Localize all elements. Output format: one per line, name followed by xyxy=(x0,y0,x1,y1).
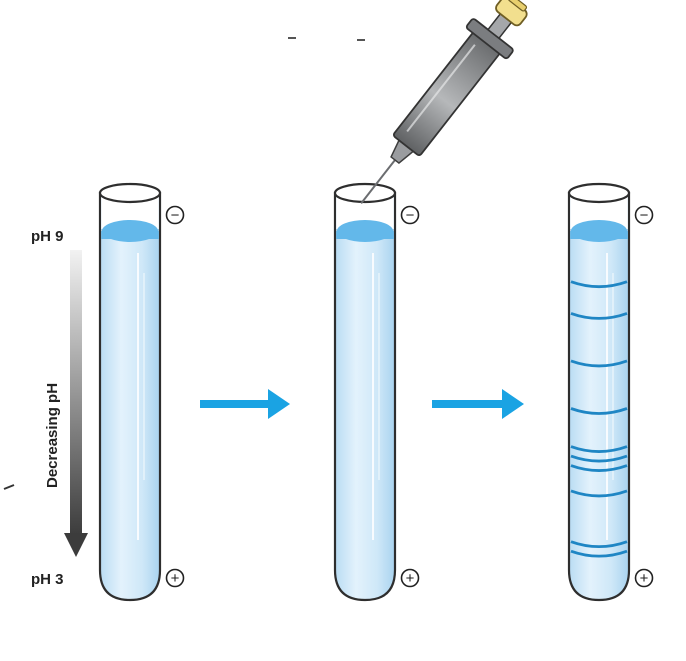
gradient-label: Decreasing pH xyxy=(44,383,61,488)
gel-tube-sample-loaded: −+ xyxy=(333,182,420,602)
right-arrow-icon xyxy=(432,389,524,419)
ph-bottom-label: pH 3 xyxy=(31,571,64,588)
protein-band xyxy=(570,359,628,368)
svg-text:+: + xyxy=(640,570,649,587)
anode-positive-sign: + xyxy=(634,568,654,588)
stray-marks xyxy=(3,37,365,490)
svg-text:−: − xyxy=(171,207,180,224)
svg-text:+: + xyxy=(171,570,180,587)
cathode-negative-sign: − xyxy=(400,205,420,225)
gel-tube-after-focusing: −+ xyxy=(567,182,654,602)
ph-gradient-axis: pH 9 Decreasing pH pH 3 xyxy=(31,228,88,588)
right-arrow-icon xyxy=(200,389,290,419)
process-arrow-1 xyxy=(200,389,290,419)
protein-band xyxy=(570,549,628,558)
tube-body xyxy=(567,191,631,602)
tube-body xyxy=(98,191,162,602)
syringe-icon xyxy=(360,0,528,204)
gradient-arrow-head xyxy=(64,533,88,557)
protein-band xyxy=(570,407,628,415)
protein-band xyxy=(570,454,628,463)
protein-band xyxy=(570,464,628,472)
process-arrow-2 xyxy=(432,389,524,419)
ph-top-label: pH 9 xyxy=(31,228,64,245)
protein-band xyxy=(570,312,628,320)
gel-tube-before-loading: −+ xyxy=(98,182,185,602)
cathode-negative-sign: − xyxy=(165,205,185,225)
protein-band xyxy=(570,280,628,289)
anode-positive-sign: + xyxy=(165,568,185,588)
tube-body xyxy=(333,191,397,602)
tube-rim xyxy=(98,182,162,204)
protein-band xyxy=(570,489,628,498)
tube-rim xyxy=(333,182,397,204)
svg-text:+: + xyxy=(406,570,415,587)
svg-text:−: − xyxy=(640,207,649,224)
protein-band xyxy=(570,445,628,453)
anode-positive-sign: + xyxy=(400,568,420,588)
tube-rim xyxy=(567,182,631,204)
protein-band xyxy=(570,540,628,549)
cathode-negative-sign: − xyxy=(634,205,654,225)
gradient-arrow-shaft xyxy=(70,250,82,535)
svg-text:−: − xyxy=(406,207,415,224)
